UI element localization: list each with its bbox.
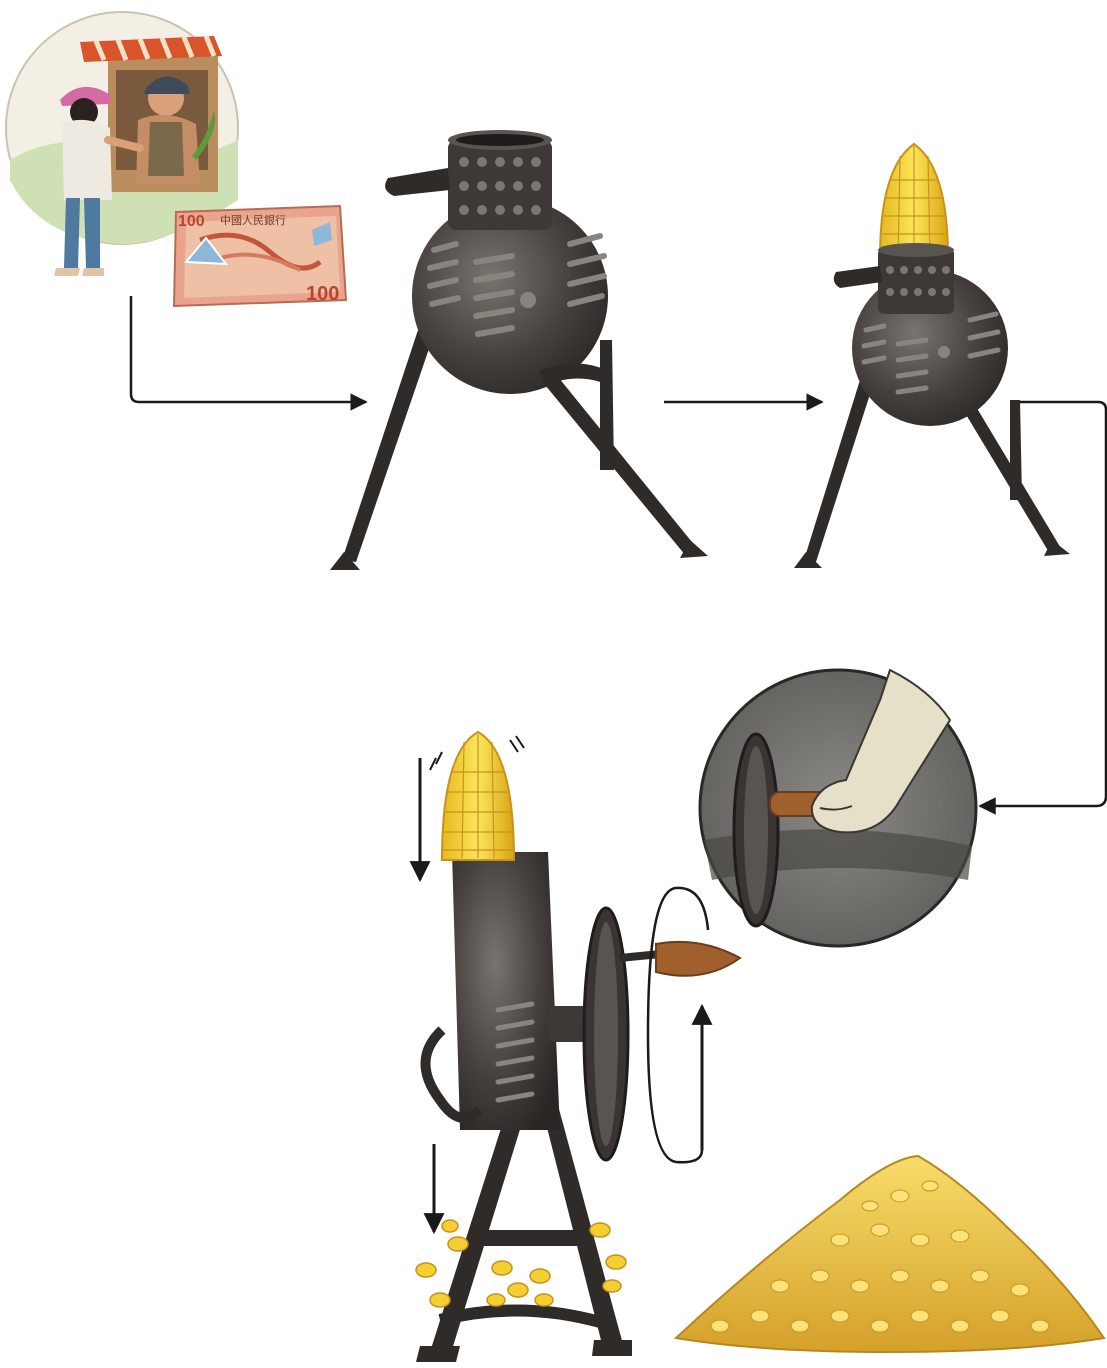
banknote-denomination-right: 100 (306, 283, 339, 305)
banknote-denomination-left: 100 (178, 213, 205, 230)
banknote-header-text: 中國人民銀行 (220, 213, 286, 227)
arrow-buy-to-machine (131, 296, 366, 402)
banknote-icon: 100 中國人民銀行 100 (174, 206, 346, 306)
arrow-rotate-wheel (648, 888, 708, 1162)
corn-kernel-pile-icon (676, 1156, 1104, 1352)
corn-in-sheller-icon (794, 144, 1070, 568)
hand-crank-icon (700, 670, 976, 946)
operating-sheller-icon (416, 732, 740, 1362)
corn-sheller-icon (330, 130, 708, 570)
